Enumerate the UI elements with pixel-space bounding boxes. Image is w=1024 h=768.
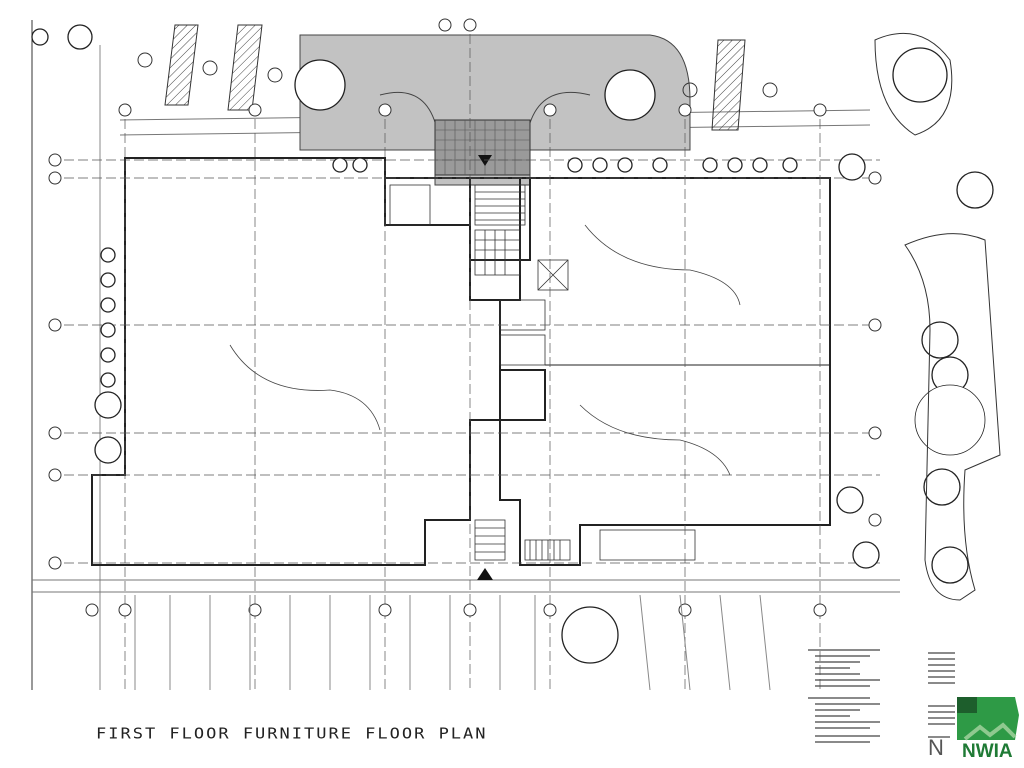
- drawing-title: FIRST FLOOR FURNITURE FLOOR PLAN: [96, 725, 488, 743]
- area-tabulation: [808, 649, 955, 743]
- north-entry-arrow-icon: [478, 155, 492, 166]
- tree-icon: [31, 24, 994, 664]
- nwia-logo-text: NWIA: [962, 741, 1013, 762]
- bike-rack: [599, 529, 696, 561]
- nwia-logo-icon: [957, 697, 1019, 741]
- watermark-letter: N: [928, 735, 944, 760]
- parking-stalls-south: [134, 594, 771, 691]
- stair-west: [389, 184, 431, 226]
- lobby-tile: [474, 229, 521, 276]
- entry-paving: [434, 119, 531, 176]
- stair-north: [474, 184, 526, 226]
- restroom-1: [499, 299, 546, 331]
- area-leaders: [229, 224, 741, 476]
- building-walls: [91, 157, 831, 566]
- stair-south: [474, 519, 506, 561]
- stair-southeast: [524, 539, 571, 561]
- accessible-parking-icon: [137, 52, 778, 98]
- column-grid: [50, 20, 880, 690]
- entry-plaza: [299, 34, 691, 186]
- entry-paving-grid: [435, 120, 530, 175]
- south-entry-arrow-icon: [477, 568, 493, 580]
- restroom-2: [499, 334, 546, 366]
- planting-island-e: [904, 233, 1001, 601]
- elevator: [537, 259, 569, 291]
- building-core: [389, 184, 696, 561]
- parking-stalls-north: [164, 24, 746, 131]
- grid-bubbles: [48, 18, 882, 617]
- planting-island-ne: [874, 32, 953, 136]
